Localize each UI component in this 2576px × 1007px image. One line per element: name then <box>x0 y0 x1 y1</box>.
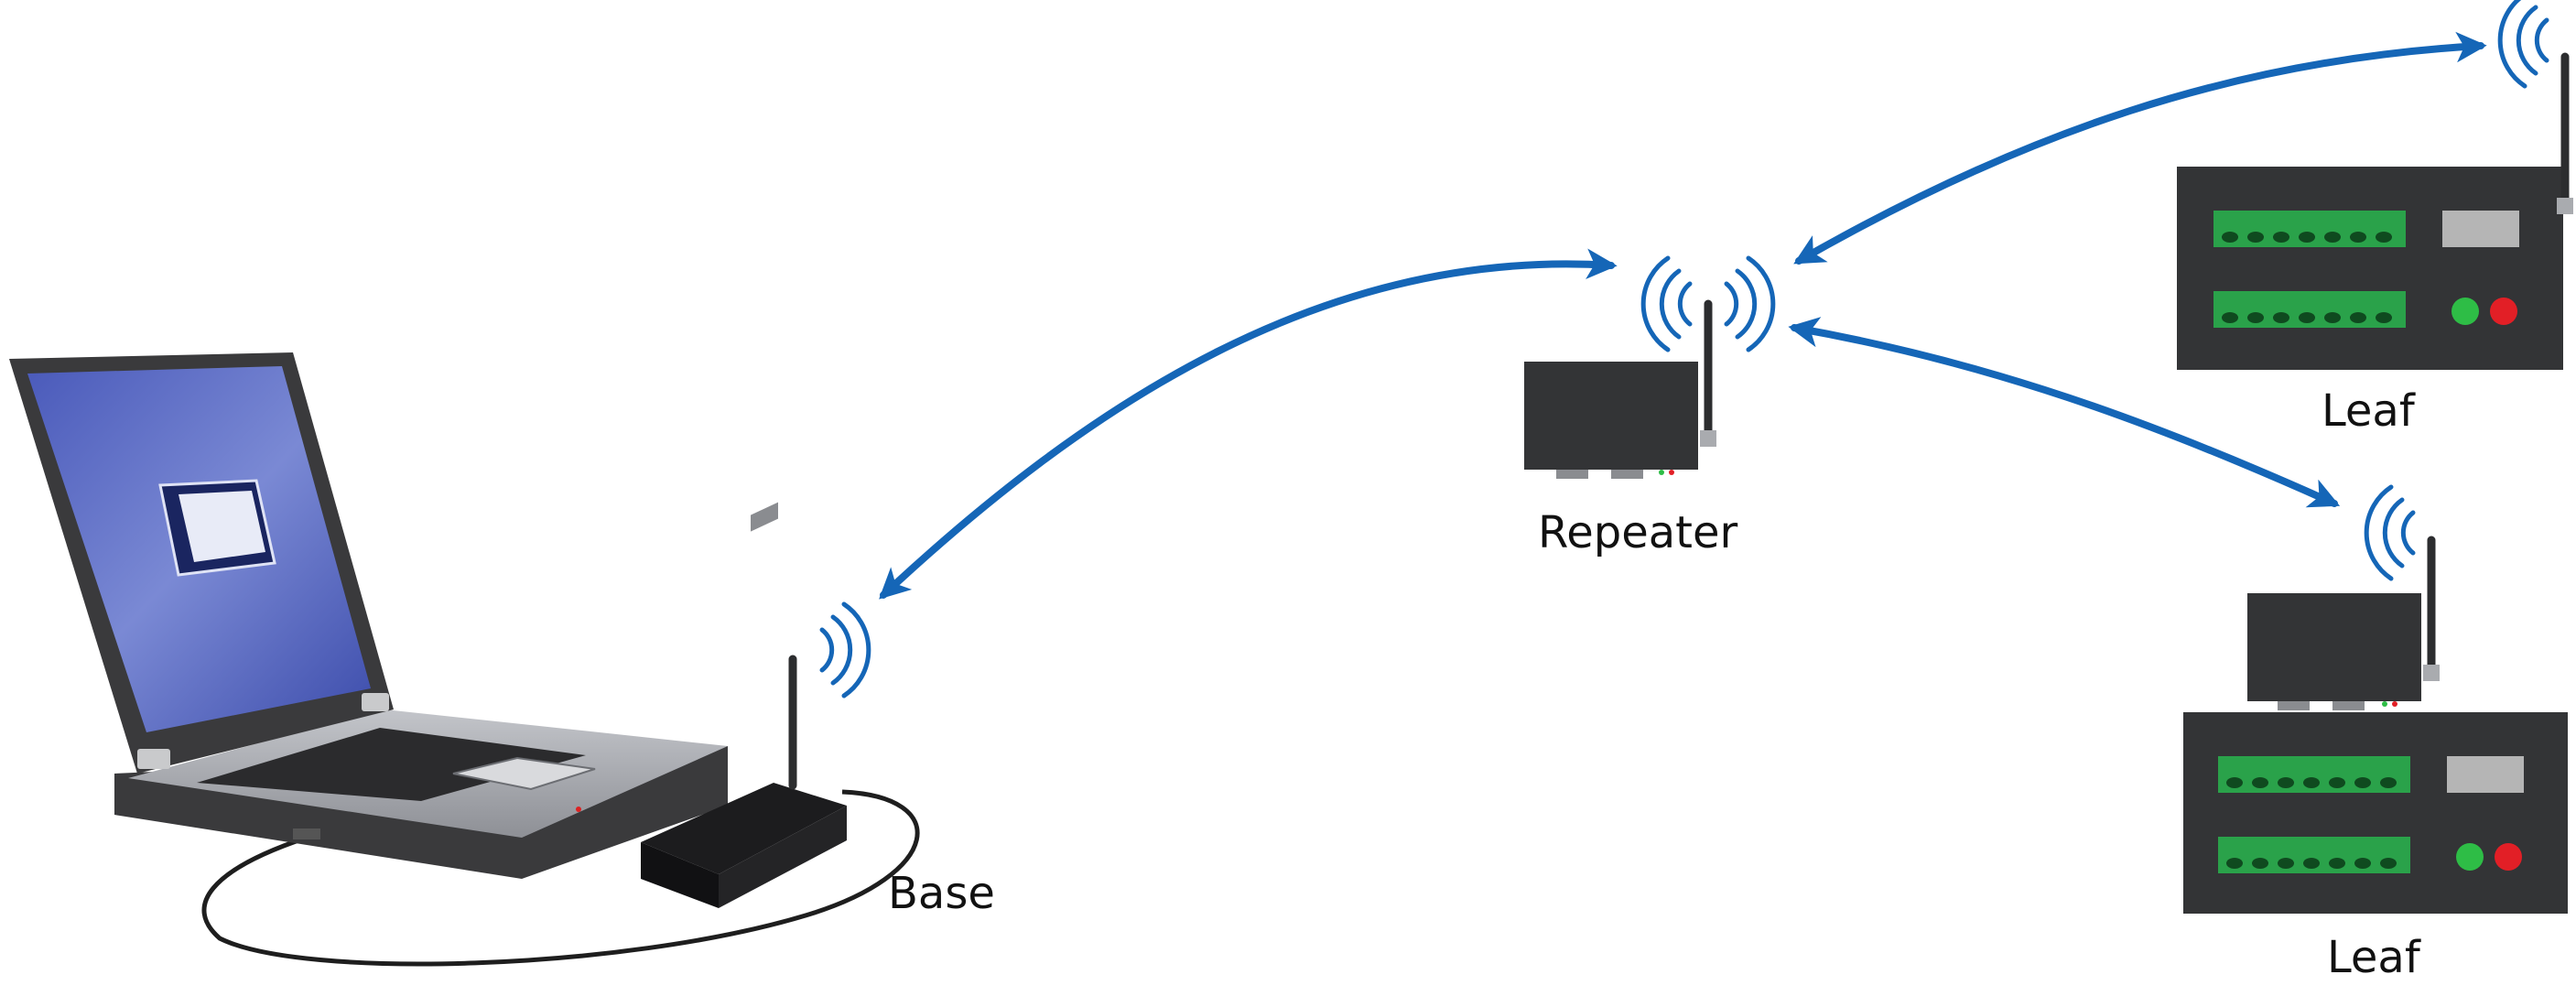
base-wireless-signal-icon <box>819 601 871 698</box>
repeater-led-green <box>1659 470 1664 475</box>
leaf-bottom-display <box>2447 756 2524 793</box>
leaf-bottom-radio-led-red <box>2392 701 2397 707</box>
leaf-top-label: Leaf <box>2322 385 2416 437</box>
repeater-led-red <box>1669 470 1674 475</box>
repeater-body <box>1524 362 1698 470</box>
base-wave-2 <box>830 614 853 686</box>
leaf-bottom-wave-2 <box>2382 497 2405 568</box>
leaf-bottom-wave-1 <box>2400 510 2416 556</box>
leaf-bottom-wave-3 <box>2364 484 2394 581</box>
leaf-top-terminal-screws <box>2222 232 2392 323</box>
base-side <box>719 806 847 908</box>
repeater-wave-right-1 <box>1724 281 1739 327</box>
leaf-top-device <box>2177 52 2573 370</box>
repeater-foot-left <box>1556 470 1588 479</box>
base-top <box>641 783 847 874</box>
leaf-top-antenna-base <box>2557 198 2573 214</box>
laptop-keyboard <box>197 728 586 801</box>
repeater-wave-left-2 <box>1659 268 1682 340</box>
leaf-top-wave-3 <box>2497 0 2527 89</box>
repeater-wireless-signal-icon <box>1640 255 1776 352</box>
leaf-bottom-body <box>2183 712 2568 914</box>
leaf-top-led-green <box>2452 298 2479 325</box>
link-base-repeater-arrow <box>879 248 1618 600</box>
repeater-wave-right-2 <box>1735 268 1758 340</box>
repeater-device <box>1524 299 1716 479</box>
repeater-wave-right-3 <box>1746 255 1776 352</box>
leaf-bottom-radio-foot-left <box>2278 701 2310 710</box>
leaf-top-display <box>2442 211 2519 247</box>
leaf-bottom-radio-body <box>2247 593 2421 701</box>
base-device <box>641 502 847 908</box>
leaf-top-wave-2 <box>2516 5 2538 76</box>
laptop-hinge-right <box>362 693 389 711</box>
leaf-bottom-radio-led-green <box>2382 701 2387 707</box>
repeater-label: Repeater <box>1538 507 1737 558</box>
usb-cable <box>201 789 920 967</box>
link-repeater-leaf-bottom-arrow <box>1788 317 2341 508</box>
leaf-bottom-radio-foot-right <box>2332 701 2365 710</box>
repeater-antenna-base <box>1700 430 1716 447</box>
laptop <box>9 352 920 967</box>
laptop-status-light <box>576 807 581 812</box>
leaf-top-led-red <box>2490 298 2517 325</box>
link-repeater-leaf-top-arrow <box>1793 31 2487 265</box>
base-label: Base <box>888 868 995 919</box>
app-window-pane <box>179 491 265 562</box>
leaf-bottom-antenna-base <box>2423 665 2440 681</box>
leaf-bottom-device <box>2183 536 2568 914</box>
laptop-hinge-left <box>137 749 170 769</box>
repeater-wave-left-1 <box>1677 281 1693 327</box>
leaf-top-wireless-signal-icon <box>2497 0 2549 89</box>
base-wave-1 <box>819 627 835 673</box>
laptop-touchpad <box>452 756 596 791</box>
repeater-wave-left-3 <box>1640 255 1671 352</box>
laptop-usb-port <box>293 828 320 839</box>
repeater-foot-right <box>1611 470 1643 479</box>
leaf-top-wave-1 <box>2534 17 2549 63</box>
leaf-bottom-led-green <box>2456 843 2484 871</box>
leaf-top-body <box>2177 167 2563 370</box>
leaf-bottom-wireless-signal-icon <box>2364 484 2416 581</box>
wireless-links <box>879 31 2487 600</box>
leaf-bottom-led-red <box>2495 843 2522 871</box>
base-front <box>641 842 719 908</box>
leaf-bottom-terminal-screws <box>2226 777 2397 869</box>
base-wave-3 <box>841 601 871 698</box>
base-connector <box>751 502 778 532</box>
leaf-bottom-label: Leaf <box>2327 932 2421 983</box>
